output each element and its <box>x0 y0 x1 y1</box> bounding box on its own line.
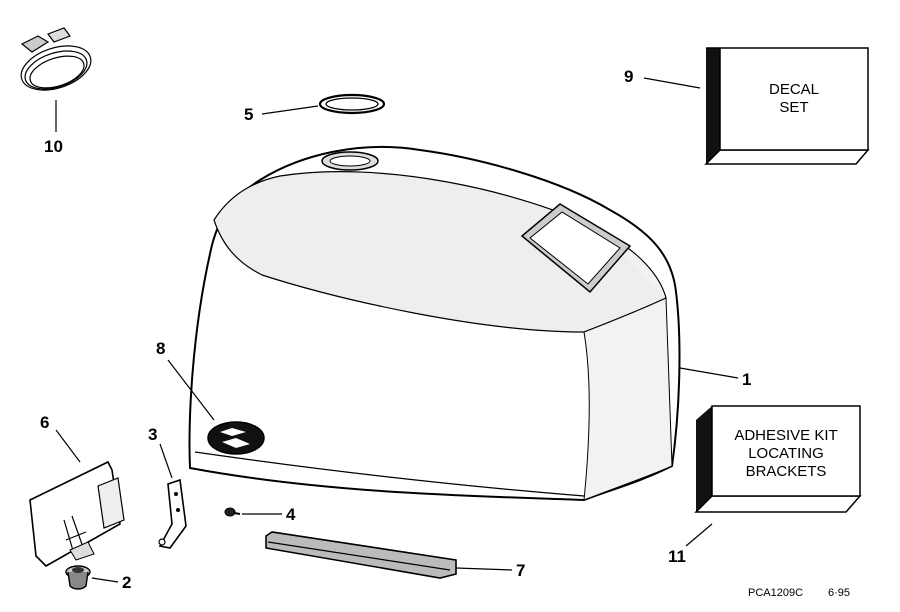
leader-line-9 <box>643 77 701 89</box>
callout-2: 2 <box>122 573 131 592</box>
leader-line-5 <box>261 105 319 115</box>
callout-6: 6 <box>40 413 49 432</box>
bracket-clip <box>158 478 187 549</box>
callout-8: 8 <box>156 339 165 358</box>
decal-label-line2: SET <box>779 99 808 116</box>
locating-bracket <box>29 460 125 567</box>
wire-harness-coil <box>20 27 92 91</box>
adhesive-label-line3: BRACKETS <box>746 463 827 480</box>
callout-3: 3 <box>148 425 157 444</box>
seal-strip <box>265 531 457 579</box>
leader-line-6 <box>55 429 81 463</box>
decal-label-line1: DECAL <box>769 81 819 98</box>
callout-9: 9 <box>624 67 633 86</box>
leader-line-7 <box>455 567 513 571</box>
adhesive-label-line2: LOCATING <box>748 445 824 462</box>
leader-line-3 <box>159 443 173 479</box>
callout-1: 1 <box>742 370 751 389</box>
drawing-date: 6·95 <box>828 587 850 599</box>
adhesive-kit-box: ADHESIVE KIT LOCATING BRACKETS <box>694 405 862 513</box>
callout-11: 11 <box>668 547 686 566</box>
grommet-ring <box>318 93 386 115</box>
callout-5: 5 <box>244 105 253 124</box>
part-code: PCA1209C <box>748 587 803 599</box>
callout-10: 10 <box>44 137 63 156</box>
screw <box>224 507 241 517</box>
callout-7: 7 <box>516 561 525 580</box>
emblem <box>207 421 265 455</box>
leader-line-1 <box>679 367 739 379</box>
callout-4: 4 <box>286 505 296 524</box>
leader-line-2 <box>91 577 119 583</box>
decal-set-box: DECAL SET <box>704 47 870 165</box>
motor-cover <box>188 145 681 502</box>
adhesive-label-line1: ADHESIVE KIT <box>734 427 837 444</box>
leader-line-11 <box>685 523 713 547</box>
leader-line-8 <box>167 359 215 421</box>
plug-nut <box>65 565 91 590</box>
